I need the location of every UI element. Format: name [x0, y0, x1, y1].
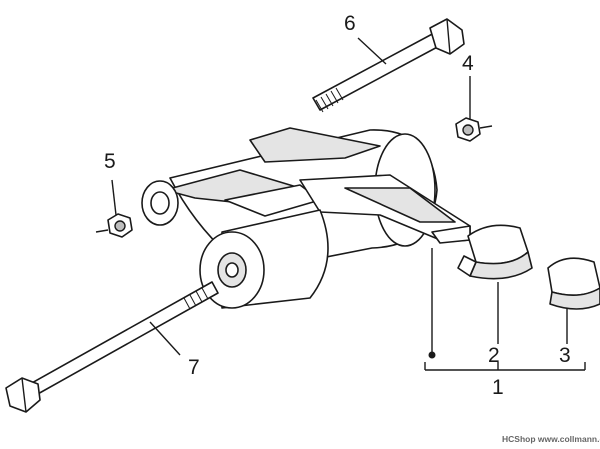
nut-left	[95, 213, 133, 238]
callout-5: 5	[104, 150, 116, 173]
callout-2: 2	[488, 344, 500, 367]
bushing-3	[547, 257, 600, 310]
callout-6: 6	[344, 12, 356, 35]
bolt-lower	[5, 281, 219, 413]
callout-7: 7	[188, 356, 200, 379]
callout-3: 3	[559, 344, 571, 367]
nut-right	[455, 117, 493, 142]
shop-watermark: HCShop www.collmann.eu	[502, 434, 600, 444]
leader-lines	[111, 37, 586, 371]
callout-4: 4	[462, 52, 474, 75]
swing-arm-body	[141, 127, 471, 309]
bolt-upper	[312, 18, 465, 113]
bushing-2	[457, 224, 533, 280]
callout-1: 1	[492, 376, 504, 399]
